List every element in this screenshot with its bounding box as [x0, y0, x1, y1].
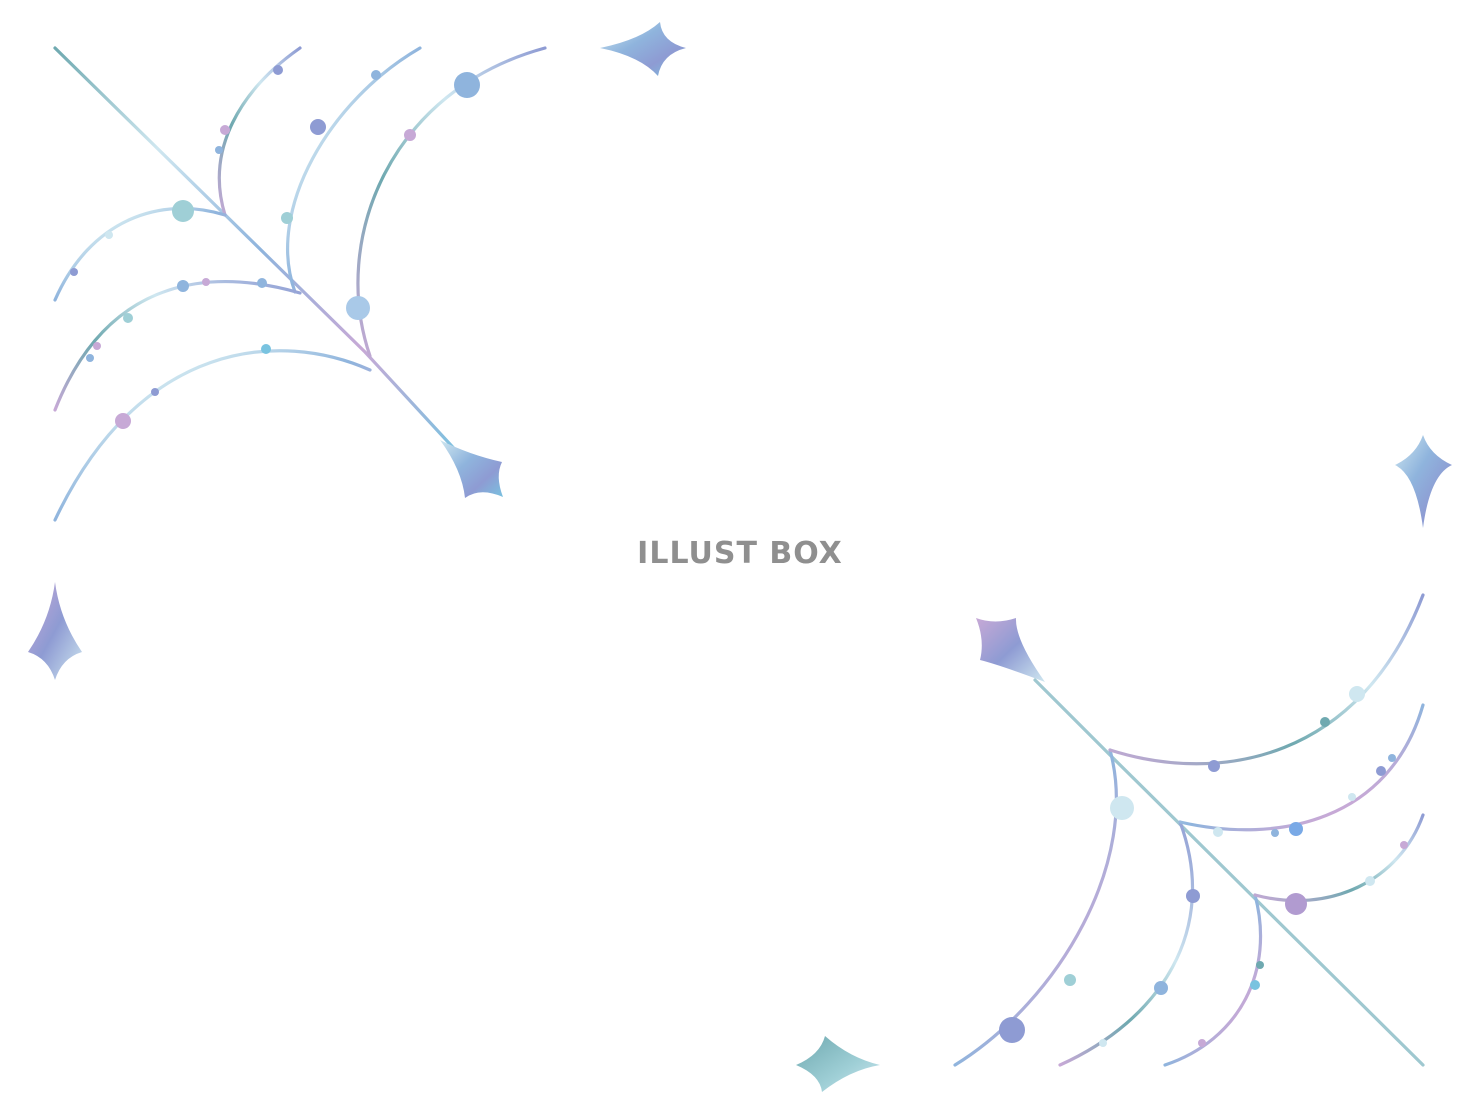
bottom-right-arc-2 — [1058, 820, 1195, 1067]
top-left-arc-4 — [53, 206, 227, 302]
top-left-diagonal-stem — [53, 46, 462, 457]
bottom-right-arc-1 — [953, 748, 1118, 1067]
top-left-arc-5 — [53, 280, 302, 412]
top-left-gem-top — [600, 22, 686, 76]
bottom-right-gem-left — [976, 618, 1045, 682]
bottom-right-gems — [796, 435, 1452, 1092]
bottom-right-corner-ornament — [796, 435, 1452, 1092]
bottom-right-diagonal-stem — [1033, 678, 1425, 1067]
bottom-right-gem-top — [1395, 435, 1452, 528]
bottom-right-arc-3 — [1163, 893, 1263, 1067]
bottom-right-beads — [999, 686, 1408, 1047]
top-left-gem-left — [28, 582, 82, 680]
top-left-beads — [70, 65, 480, 429]
bottom-right-gem-bottom — [796, 1036, 880, 1092]
top-left-corner-ornament — [28, 22, 686, 680]
top-left-arc-6 — [53, 349, 372, 522]
top-left-arc-3 — [356, 46, 547, 358]
top-left-arc-1 — [217, 46, 302, 217]
top-left-arc-2 — [285, 46, 422, 294]
watermark-text: ILLUST BOX — [637, 536, 843, 571]
top-left-gems — [28, 22, 686, 680]
top-left-gem-bottom — [440, 440, 503, 498]
bottom-right-arc-6 — [1253, 813, 1425, 903]
bottom-right-arc-4 — [1108, 593, 1425, 766]
